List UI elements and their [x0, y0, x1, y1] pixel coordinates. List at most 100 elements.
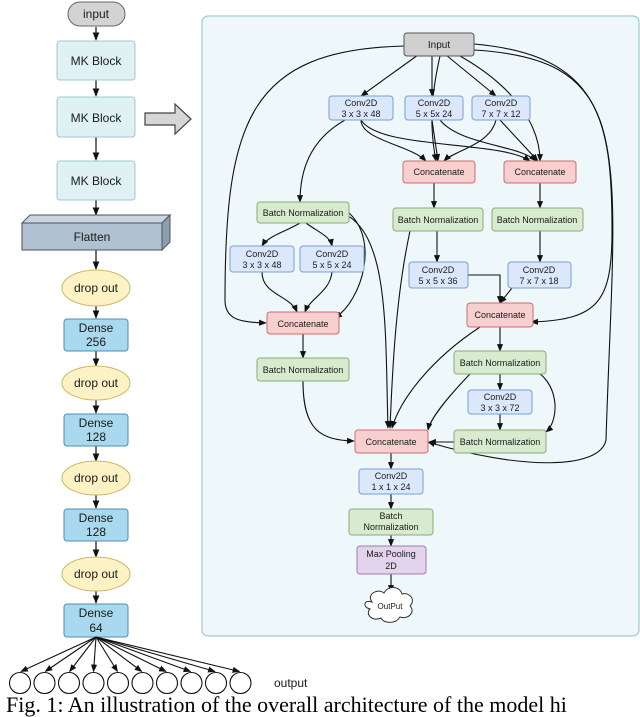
dropout-3: drop out — [61, 460, 131, 496]
flatten-label: Flatten — [74, 230, 111, 244]
concat-mid-label: Concatenate — [413, 167, 464, 177]
conv-7x7x12-top: Conv2D 7 x 7 x 12 — [471, 95, 531, 121]
conv-m-title: Conv2D — [422, 265, 455, 275]
dropout-3-label: drop out — [74, 471, 119, 485]
output-node — [229, 671, 252, 695]
conv-b-title: Conv2D — [418, 98, 451, 108]
conv-l2-title: Conv2D — [316, 249, 349, 259]
mk-block-edges — [224, 43, 614, 593]
conv-final-size: 1 x 1 x 24 — [371, 482, 410, 492]
bn-left: Batch Normalization — [256, 201, 350, 224]
conv-c-title: Conv2D — [485, 98, 518, 108]
output-edge — [69, 636, 97, 673]
concat-r2-label: Concatenate — [474, 310, 525, 320]
mk-block-2: MK Block — [56, 96, 136, 138]
bn-final: Batch Normalization — [348, 508, 434, 536]
bn-final-line2: Normalization — [363, 522, 418, 532]
output-edge — [20, 636, 97, 672]
conv-a-size: 3 x 3 x 48 — [341, 109, 380, 119]
conv-final-title: Conv2D — [375, 471, 408, 481]
dropout-2-label: drop out — [74, 376, 119, 390]
output-edge — [95, 636, 216, 673]
mk-block-3-label: MK Block — [71, 174, 123, 188]
concat-left: Concatenate — [266, 311, 340, 335]
bn-final-line1: Batch — [379, 511, 402, 521]
dense-1: Dense 256 — [63, 318, 129, 352]
conv-r-size: 7 x 7 x 18 — [519, 276, 558, 286]
concat-right-label: Concatenate — [514, 167, 565, 177]
conv-1x1x24: Conv2D 1 x 1 x 24 — [358, 468, 424, 495]
concat-mid: Concatenate — [402, 160, 476, 184]
conv-3x3x48-left: Conv2D 3 x 3 x 48 — [229, 245, 295, 273]
detail-input-node: Input — [403, 32, 475, 57]
bn-mid-label: Batch Normalization — [398, 215, 479, 225]
dense-3-units: 128 — [86, 525, 106, 539]
dense-2-units: 128 — [86, 430, 106, 444]
conv-r2-title: Conv2D — [484, 392, 517, 402]
dropout-1: drop out — [61, 269, 131, 307]
dense-2-title: Dense — [79, 416, 114, 430]
input-label: input — [83, 7, 110, 21]
output-node — [180, 671, 203, 695]
bn-left-2: Batch Normalization — [256, 357, 350, 382]
bn-left-label: Batch Normalization — [263, 208, 344, 218]
output-node — [8, 671, 32, 695]
bn-right: Batch Normalization — [491, 207, 584, 232]
bn-right-2: Batch Normalization — [453, 350, 547, 375]
mk-block-2-label: MK Block — [71, 111, 123, 125]
output-node — [82, 671, 105, 695]
conv-3x3x72: Conv2D 3 x 3 x 72 — [467, 389, 533, 415]
expand-arrow-icon — [144, 102, 192, 136]
concat-final-label: Concatenate — [365, 437, 416, 447]
concat-final: Concatenate — [354, 429, 429, 454]
dense-4-units: 64 — [89, 621, 103, 635]
conv-5x5x24-left: Conv2D 5 x 5 x 24 — [299, 245, 365, 273]
concat-right: Concatenate — [503, 160, 577, 184]
bn-right-label: Batch Normalization — [497, 215, 578, 225]
output-label: output — [274, 676, 308, 690]
conv-a-title: Conv2D — [345, 98, 378, 108]
output-node — [33, 671, 56, 695]
input-node: input — [67, 1, 126, 27]
dropout-4-label: drop out — [74, 567, 119, 581]
conv-l1-title: Conv2D — [246, 249, 279, 259]
maxpool-line2: 2D — [385, 561, 397, 571]
output-cloud: OutPut — [364, 587, 413, 623]
bn-r3-label: Batch Normalization — [460, 437, 541, 447]
conv-5x5x36: Conv2D 5 x 5 x 36 — [408, 261, 469, 289]
output-node — [106, 671, 130, 695]
dense-3-title: Dense — [79, 511, 114, 525]
output-edge — [95, 636, 241, 673]
figure-caption: Fig. 1: An illustration of the overall a… — [6, 692, 567, 717]
dropout-2: drop out — [61, 365, 131, 401]
dense-3: Dense 128 — [63, 508, 129, 542]
conv-b-size: 5 x 5x 24 — [416, 109, 453, 119]
concat-right-2: Concatenate — [466, 302, 534, 328]
output-fan — [20, 636, 241, 673]
bn-left2-label: Batch Normalization — [263, 365, 344, 375]
output-edge — [95, 636, 167, 672]
concat-left-label: Concatenate — [277, 319, 328, 329]
dense-4-title: Dense — [79, 606, 114, 620]
mk-block-1: MK Block — [56, 40, 136, 81]
output-edge — [95, 636, 118, 673]
conv-5x5x24-top: Conv2D 5 x 5x 24 — [404, 95, 464, 121]
maxpool-line1: Max Pooling — [366, 549, 416, 559]
output-edge — [95, 636, 143, 672]
output-node — [131, 671, 154, 695]
max-pooling-2d: Max Pooling 2D — [356, 545, 427, 575]
conv-7x7x18: Conv2D 7 x 7 x 18 — [507, 261, 572, 289]
output-node — [57, 671, 81, 695]
conv-r2-size: 3 x 3 x 72 — [480, 403, 519, 413]
conv-3x3x48-top: Conv2D 3 x 3 x 48 — [328, 95, 394, 121]
output-node — [155, 671, 179, 695]
output-edge — [44, 636, 97, 672]
flatten-layer: Flatten — [20, 213, 172, 252]
dense-4: Dense 64 — [63, 603, 129, 638]
output-nodes — [8, 671, 252, 695]
mk-block-1-label: MK Block — [71, 54, 123, 68]
conv-c-size: 7 x 7 x 12 — [481, 109, 520, 119]
bn-right-3: Batch Normalization — [453, 429, 547, 454]
dropout-4: drop out — [61, 556, 131, 592]
output-cloud-label: OutPut — [378, 602, 404, 611]
